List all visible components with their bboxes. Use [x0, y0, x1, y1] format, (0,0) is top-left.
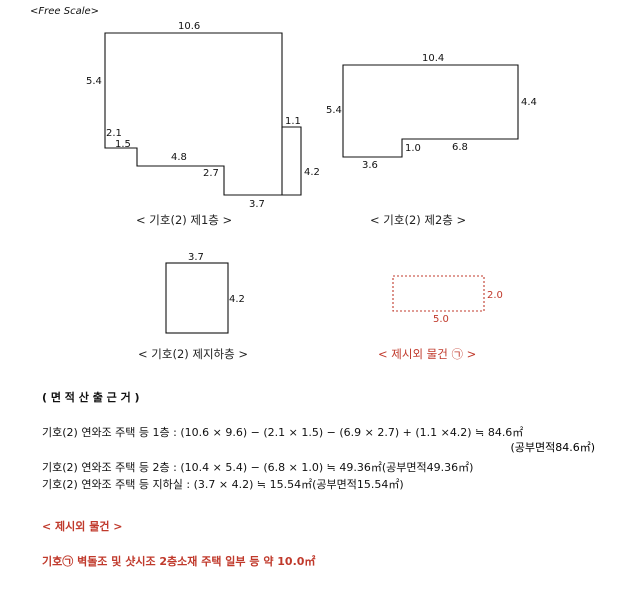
- excluded-description: 기호㉠ 벽돌조 및 샷시조 2층소재 주택 일부 등 약 10.0㎡: [42, 555, 316, 568]
- excluded-dim-right: 2.0: [487, 290, 503, 301]
- floor1-dim-bottom: 3.7: [249, 199, 265, 210]
- calc-line-floor1-note: (공부면적84.6㎡): [510, 441, 595, 454]
- plan-floor1: 10.6 5.4 2.1 1.5 4.8 2.7 3.7 1.1 4.2 < 기…: [86, 21, 320, 227]
- excluded-caption: < 제시외 물건 ㉠ >: [378, 347, 476, 361]
- floor2-dim-right: 4.4: [521, 97, 537, 108]
- calc-line-floor2: 기호(2) 연와조 주택 등 2층 : (10.4 × 5.4) − (6.8 …: [42, 461, 474, 474]
- calc-line-floor1: 기호(2) 연와조 주택 등 1층 : (10.6 × 9.6) − (2.1 …: [42, 426, 524, 439]
- scale-label: <Free Scale>: [30, 6, 99, 17]
- plan-excluded: 2.0 5.0 < 제시외 물건 ㉠ >: [378, 275, 503, 361]
- basement-outline: [165, 262, 229, 334]
- basement-caption: < 기호(2) 제지하층 >: [138, 347, 248, 361]
- floor2-outline: [342, 64, 519, 158]
- excluded-dim-bottom: 5.0: [433, 314, 449, 325]
- floor1-outline: [104, 32, 302, 196]
- calc-heading: ( 면 적 산 출 근 거 ): [42, 391, 140, 404]
- floor1-dim-step1: 2.1: [106, 128, 122, 139]
- excluded-outline: [392, 275, 485, 312]
- basement-dim-top: 3.7: [188, 252, 204, 263]
- floor1-dim-step2: 1.5: [115, 139, 131, 150]
- floor2-dim-notch: 1.0: [405, 143, 421, 154]
- floor2-dim-top: 10.4: [422, 53, 444, 64]
- floor1-dim-top: 10.6: [178, 21, 200, 32]
- floor1-dim-notch: 1.1: [285, 116, 301, 127]
- plan-floor2: 10.4 5.4 4.4 1.0 6.8 3.6 < 기호(2) 제2층 >: [326, 53, 537, 227]
- floor2-dim-bottom-left: 3.6: [362, 160, 378, 171]
- floor2-caption: < 기호(2) 제2층 >: [370, 213, 466, 227]
- floor1-dim-right: 4.2: [304, 167, 320, 178]
- floor1-caption: < 기호(2) 제1층 >: [136, 213, 232, 227]
- floor1-dim-left: 5.4: [86, 76, 102, 87]
- floor1-dim-step3: 4.8: [171, 152, 187, 163]
- floor2-dim-left: 5.4: [326, 105, 342, 116]
- plan-basement: 3.7 4.2 < 기호(2) 제지하층 >: [138, 252, 248, 361]
- floor1-dim-step4: 2.7: [203, 168, 219, 179]
- excluded-heading: < 제시외 물건 >: [42, 520, 123, 533]
- floor2-dim-bottom-right: 6.8: [452, 142, 468, 153]
- calc-line-basement: 기호(2) 연와조 주택 등 지하실 : (3.7 × 4.2) ≒ 15.54…: [42, 478, 404, 491]
- basement-dim-right: 4.2: [229, 294, 245, 305]
